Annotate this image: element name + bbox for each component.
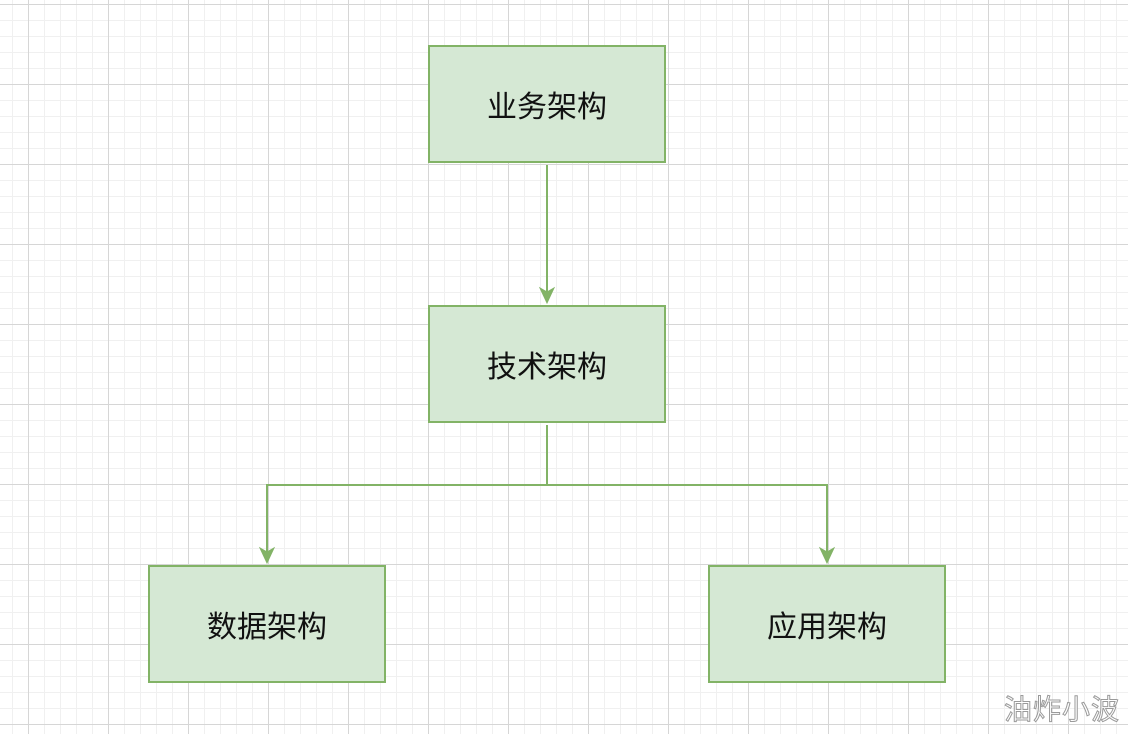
node-label: 技术架构 xyxy=(487,350,607,385)
node-label: 业务架构 xyxy=(487,90,607,125)
node-label: 数据架构 xyxy=(207,610,327,645)
node-business-architecture[interactable]: 业务架构 xyxy=(428,45,666,163)
edge-technical-to-data[interactable] xyxy=(266,425,548,552)
node-application-architecture[interactable]: 应用架构 xyxy=(708,565,946,683)
arrowhead-data xyxy=(258,546,276,565)
node-data-architecture[interactable]: 数据架构 xyxy=(148,565,386,683)
edge-technical-to-application[interactable] xyxy=(547,484,828,552)
arrowhead-application xyxy=(818,546,836,565)
node-technical-architecture[interactable]: 技术架构 xyxy=(428,305,666,423)
arrowhead-technical xyxy=(538,286,556,305)
watermark: 油炸小波 xyxy=(1003,693,1120,727)
node-label: 应用架构 xyxy=(767,610,887,645)
